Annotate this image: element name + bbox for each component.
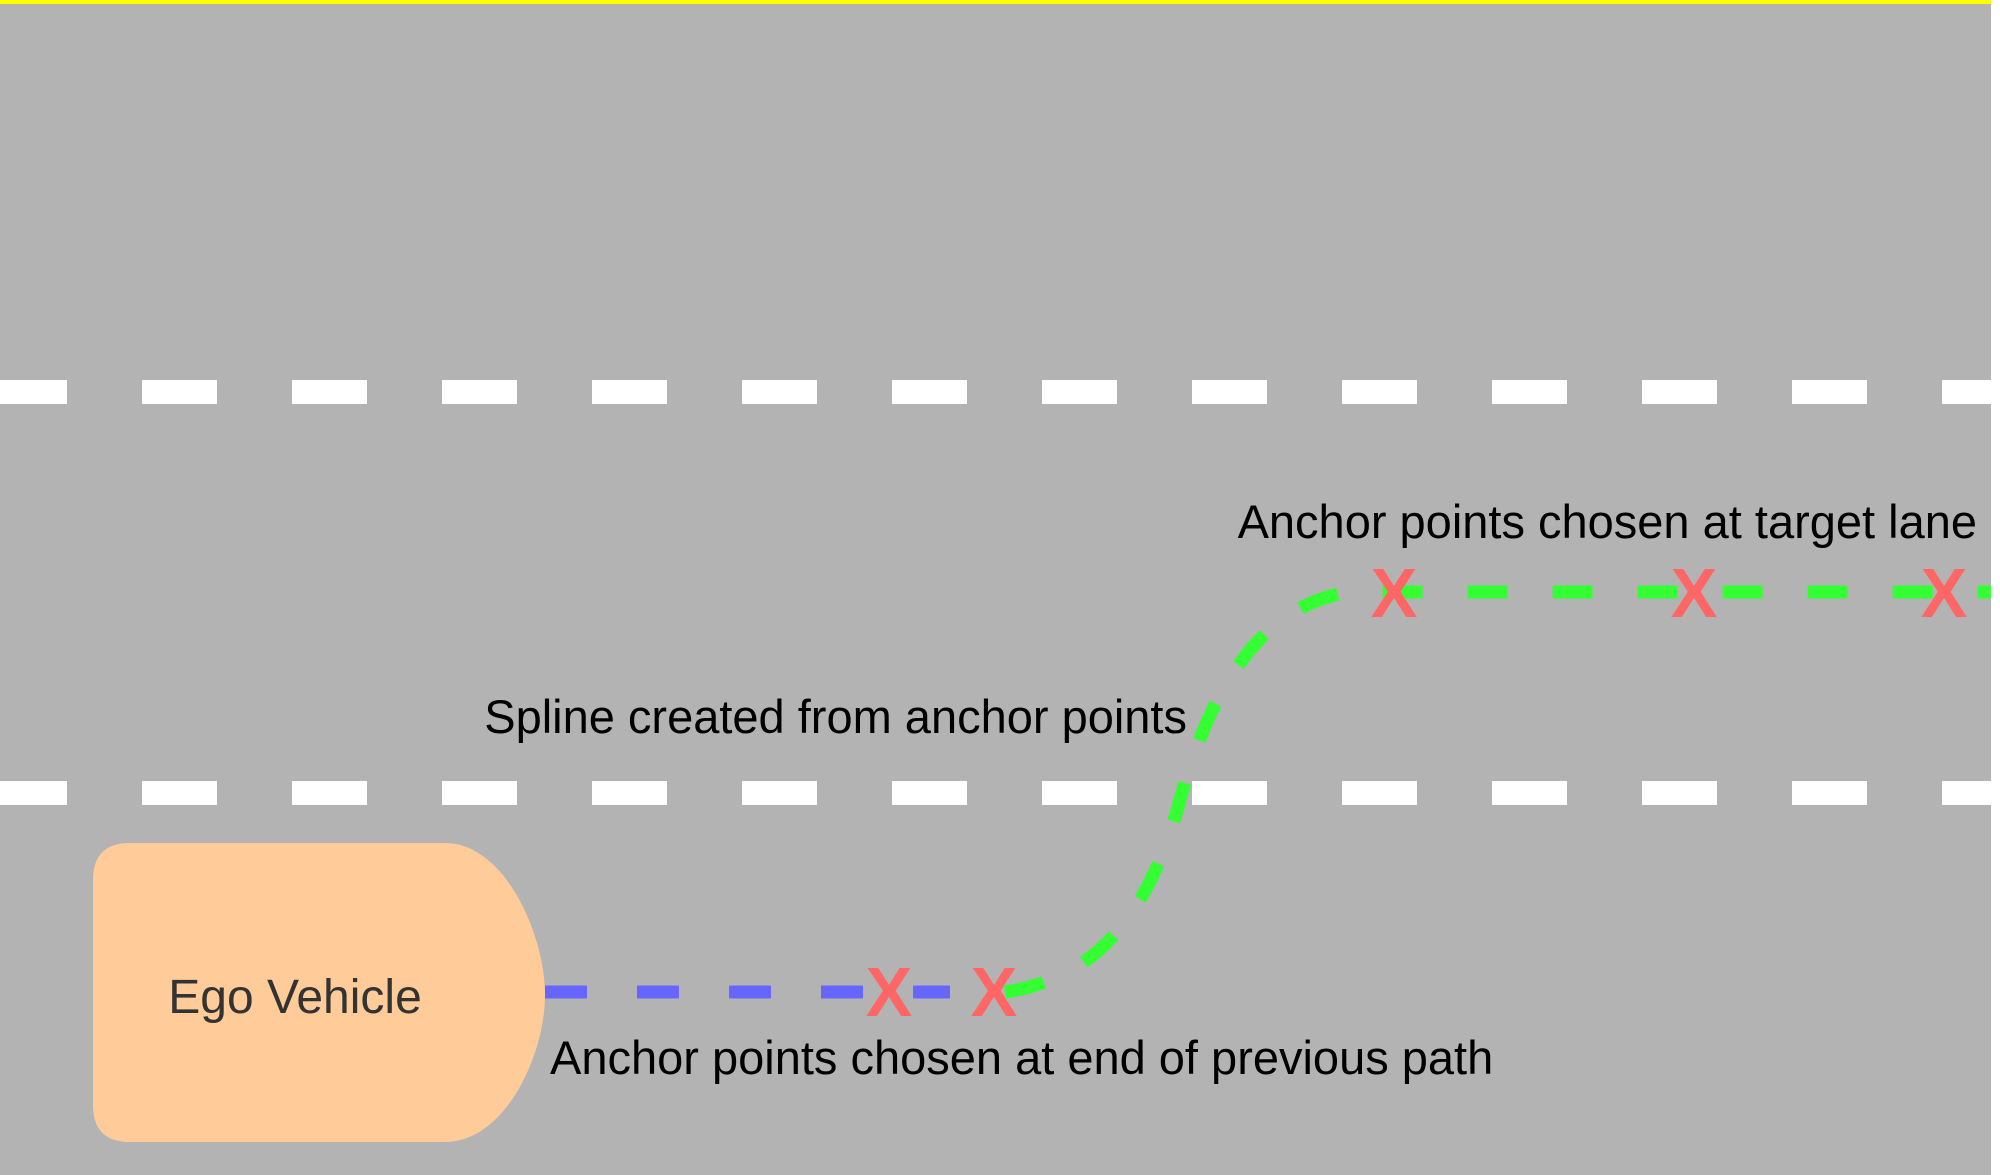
anchor-marker-previous-1: X [866, 953, 913, 1031]
annotation-target-lane-anchors: Anchor points chosen at target lane [1238, 495, 1977, 548]
spline-path [1004, 585, 1991, 999]
anchor-marker-target-1: X [1371, 554, 1418, 632]
annotation-previous-path-anchors: Anchor points chosen at end of previous … [550, 1031, 1493, 1084]
right-margin [1991, 0, 2000, 1175]
anchor-marker-previous-2: X [971, 953, 1018, 1031]
anchor-marker-target-2: X [1671, 554, 1718, 632]
ego-vehicle [93, 843, 545, 1142]
ego-vehicle-label: Ego Vehicle [168, 971, 422, 1024]
anchor-marker-target-3: X [1921, 554, 1968, 632]
annotation-spline: Spline created from anchor points [484, 690, 1187, 743]
